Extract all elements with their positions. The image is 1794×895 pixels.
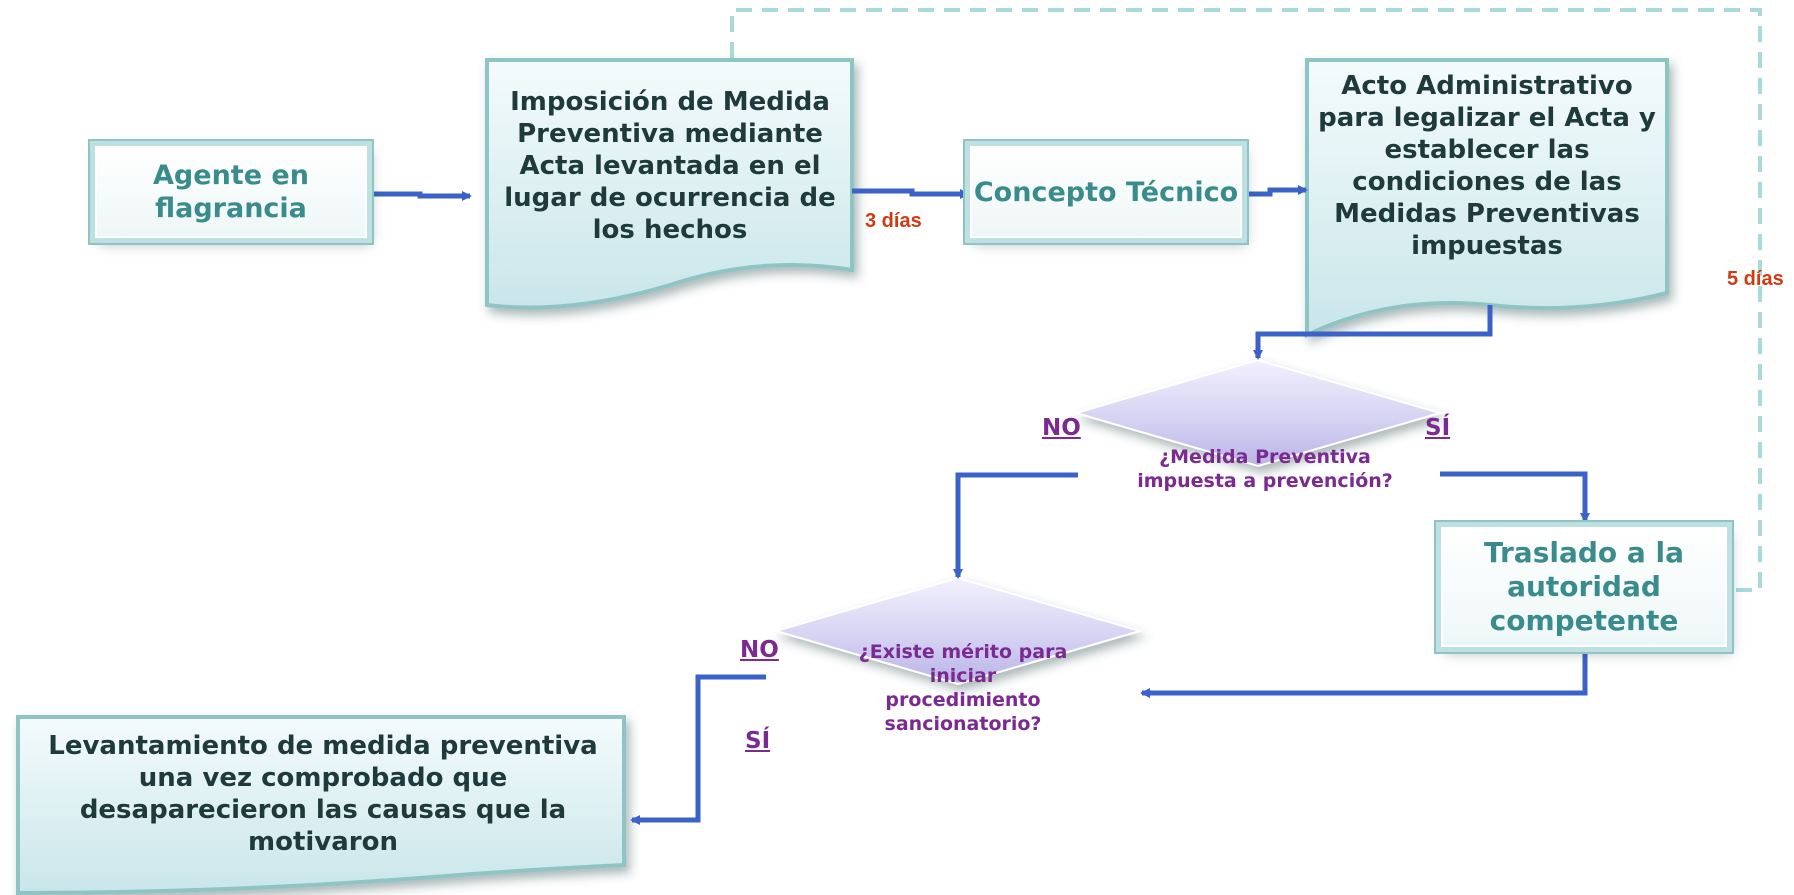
decision-diamond-2: [772, 576, 1144, 686]
node-concepto-text: Concepto Técnico: [973, 176, 1239, 208]
decision1-question: ¿Medida Preventiva impuesta a prevención…: [1137, 446, 1393, 492]
node-levantamiento-medida: Levantamiento de medida preventiva una v…: [26, 724, 620, 864]
arrow-acto-to-decision1: [1253, 305, 1493, 360]
duration-3-dias: 3 días: [865, 210, 922, 232]
decision2-no-label: NO: [740, 637, 779, 663]
node-imposicion-text: Imposición de Medida Preventiva mediante…: [504, 87, 836, 245]
node-levantamiento-text: Levantamiento de medida preventiva una v…: [48, 731, 598, 857]
decision1-no-label: NO: [1042, 415, 1081, 441]
duration-5-dias: 5 días: [1727, 268, 1784, 290]
node-traslado-autoridad: Traslado a la autoridad competente: [1441, 527, 1727, 647]
dashed-connector-5-dias: [730, 8, 1762, 592]
node-acto-administrativo: Acto Administrativo para legalizar el Ac…: [1312, 66, 1662, 266]
doc-shape-imposicion: [485, 58, 854, 310]
decision1-si-label: SÍ: [1425, 415, 1451, 441]
arrow-imposicion-to-concepto: [852, 188, 970, 199]
arrow-decision1-no-to-decision2: [953, 472, 1078, 579]
decision-diamond-1: [1072, 358, 1444, 468]
arrow-decision2-to-levantamiento: [630, 674, 766, 825]
node-agente-text: Agente en flagrancia: [153, 160, 309, 224]
arrow-concepto-to-acto: [1244, 185, 1308, 197]
node-concepto-tecnico: Concepto Técnico: [970, 146, 1242, 238]
decision2-si-label: SÍ: [745, 728, 771, 754]
node-agente-en-flagrancia: Agente en flagrancia: [95, 146, 367, 238]
arrow-agente-to-imposicion: [368, 191, 472, 201]
doc-shape-levantamiento: [16, 715, 626, 895]
node-imposicion-medida: Imposición de Medida Preventiva mediante…: [495, 66, 845, 266]
node-acto-text: Acto Administrativo para legalizar el Ac…: [1318, 71, 1656, 261]
arrow-decision1-si-to-traslado: [1440, 471, 1590, 523]
arrow-traslado-to-decision2: [1140, 650, 1588, 698]
node-traslado-text: Traslado a la autoridad competente: [1483, 536, 1685, 637]
decision2-question: ¿Existe mérito para iniciar procedimient…: [858, 641, 1068, 735]
